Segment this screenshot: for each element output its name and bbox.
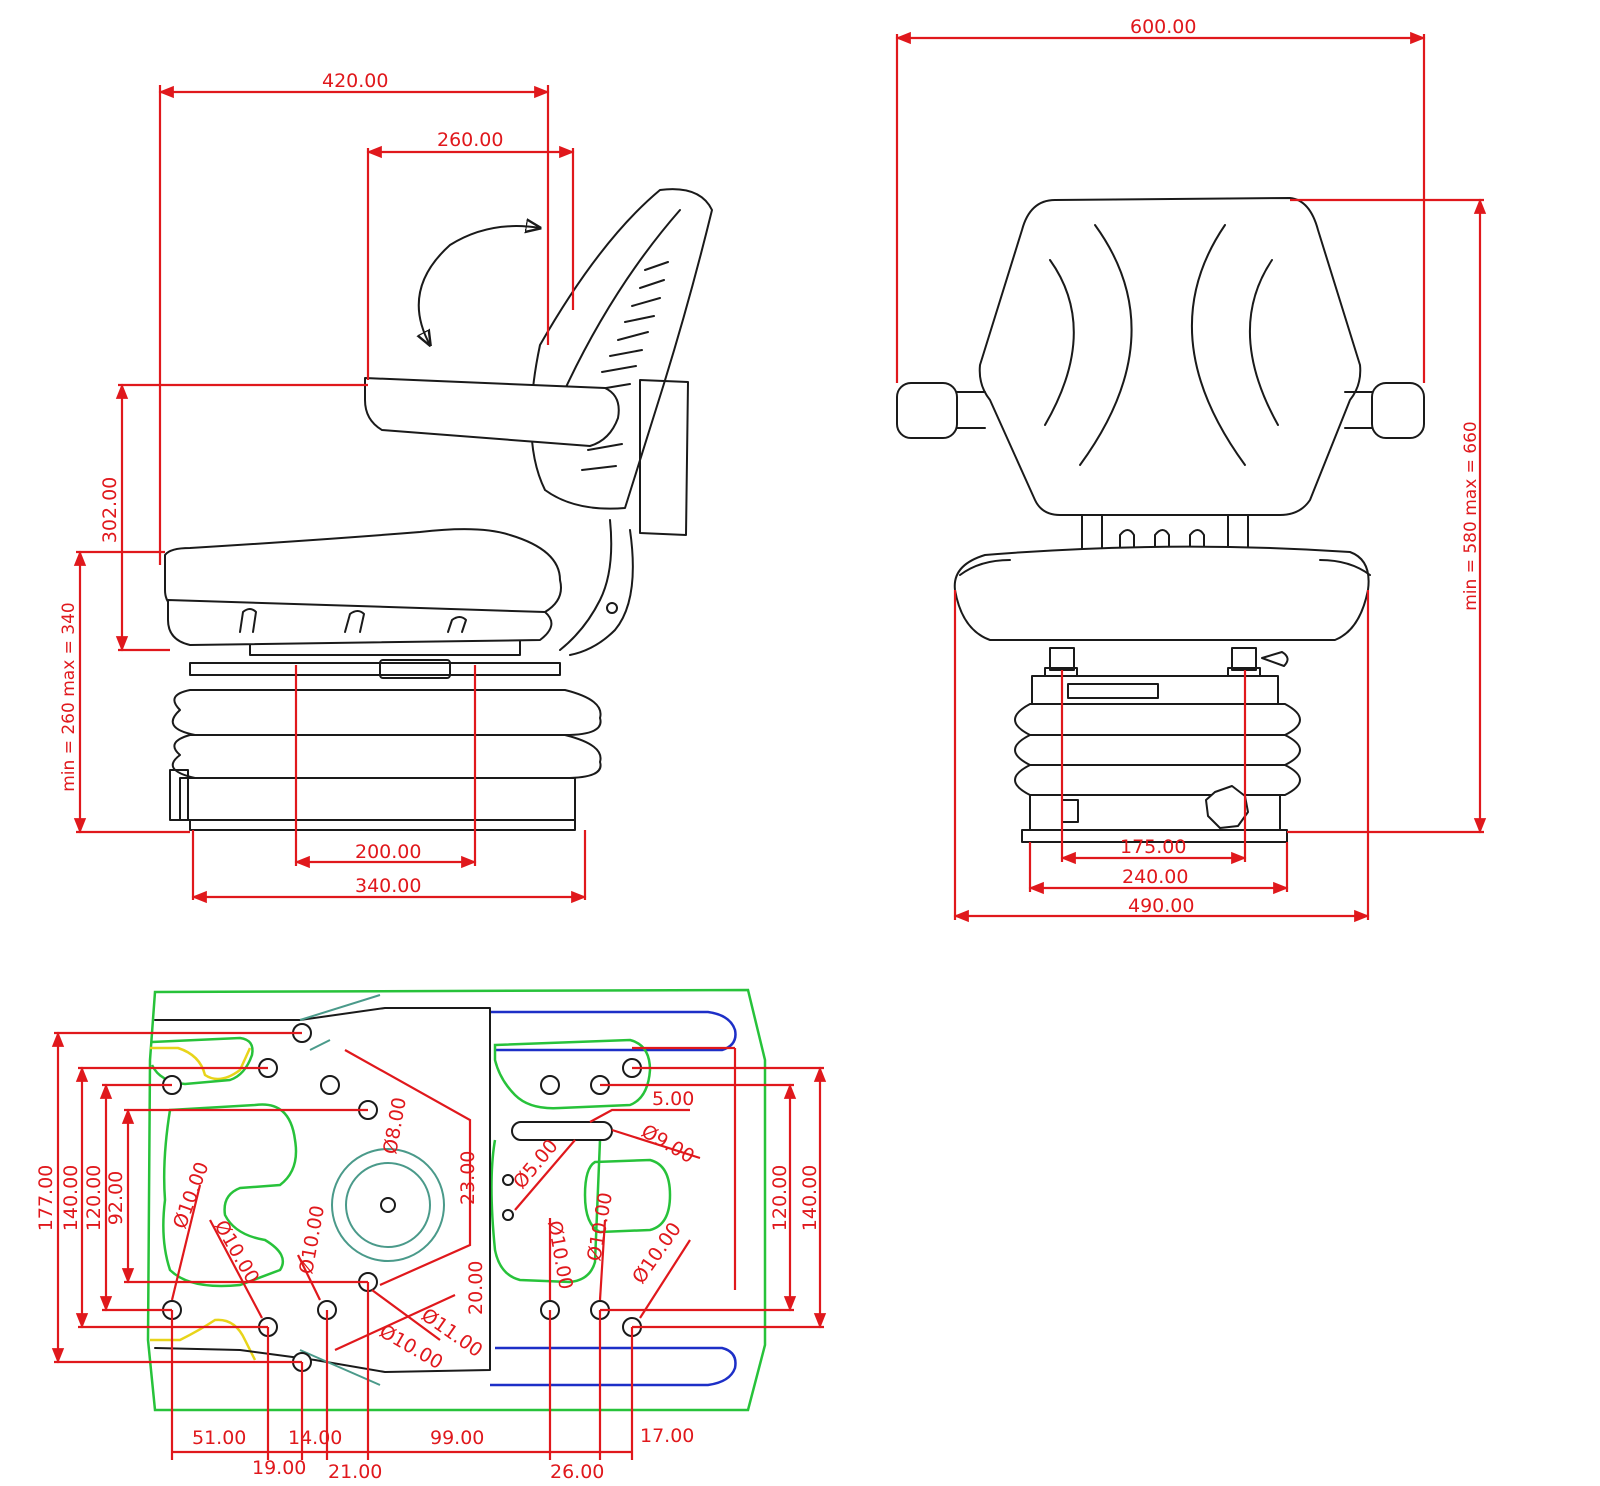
side-seat-cushion xyxy=(164,528,562,613)
plate-rail-bottom xyxy=(490,1346,737,1387)
plate-body xyxy=(154,1007,491,1373)
side-backrest xyxy=(530,188,713,510)
label-dim-23: 23.00 xyxy=(457,1151,479,1205)
plate-pad-bottom xyxy=(150,1318,257,1361)
side-seat-lower xyxy=(167,599,553,646)
label-hole-10-far: Ø10.00 xyxy=(628,1218,686,1287)
side-view-dimensions: 420.00 260.00 302.00 min = 260 max = 340… xyxy=(59,70,587,904)
front-armrest-left xyxy=(896,382,958,439)
dim-front-240: 240.00 xyxy=(1122,866,1188,888)
dim-plate-120-left: 120.00 xyxy=(83,1165,105,1231)
front-view xyxy=(896,197,1425,843)
side-base-bellows xyxy=(169,639,602,831)
dim-plate-140-right: 140.00 xyxy=(799,1165,821,1231)
dim-front-600: 600.00 xyxy=(1130,16,1196,38)
dim-front-height: min = 580 max = 660 xyxy=(1461,421,1481,611)
dim-front-490: 490.00 xyxy=(1128,895,1194,917)
side-view xyxy=(164,188,713,831)
dim-plate-17: 17.00 xyxy=(640,1425,694,1447)
dim-side-420: 420.00 xyxy=(322,70,388,92)
side-seat-slots xyxy=(239,608,467,633)
plate-outer-outline xyxy=(146,988,767,1412)
dim-plate-14: 14.00 xyxy=(288,1427,342,1449)
front-adjust-knob xyxy=(1205,785,1249,829)
front-seat-cushion xyxy=(953,545,1370,641)
side-backrest-ribs xyxy=(581,261,669,471)
dim-plate-99: 99.00 xyxy=(430,1427,484,1449)
mount-plate-dimensions: 177.00 140.00 120.00 92.00 120.00 140.00… xyxy=(35,1031,827,1483)
label-dim-20: 20.00 xyxy=(465,1261,487,1315)
front-armrest-right xyxy=(1371,382,1425,439)
dim-plate-177: 177.00 xyxy=(35,1165,57,1231)
plate-slot xyxy=(511,1121,613,1141)
front-backrest xyxy=(978,197,1362,516)
backrest-tilt-arrow xyxy=(419,226,540,345)
dim-side-302: 302.00 xyxy=(99,477,121,543)
side-seat-frame xyxy=(559,519,634,656)
dim-plate-21: 21.00 xyxy=(328,1461,382,1483)
dim-side-340: 340.00 xyxy=(355,875,421,897)
dim-plate-51: 51.00 xyxy=(192,1427,246,1449)
label-hole-center-a: Ø10.00 xyxy=(295,1204,329,1276)
front-bellows xyxy=(1014,703,1301,843)
dim-plate-140-left: 140.00 xyxy=(60,1165,82,1231)
dim-plate-92: 92.00 xyxy=(105,1171,127,1225)
label-hole-left-a: Ø10.00 xyxy=(169,1159,213,1232)
dim-side-seat-height: min = 260 max = 340 xyxy=(59,602,79,792)
plate-center-boss xyxy=(331,1148,445,1262)
plate-pad-top xyxy=(150,1046,252,1081)
label-hole-10-right: Ø10.00 xyxy=(583,1191,617,1263)
dim-side-200: 200.00 xyxy=(355,841,421,863)
dim-side-260: 260.00 xyxy=(437,129,503,151)
label-hole-left-b: Ø10.00 xyxy=(210,1217,264,1288)
dim-plate-120-right: 120.00 xyxy=(769,1165,791,1231)
label-hole-center-top: Ø8.00 xyxy=(379,1096,411,1156)
front-back-connector xyxy=(1081,514,1249,564)
side-armrest xyxy=(364,377,620,447)
dim-front-175: 175.00 xyxy=(1120,836,1186,858)
dim-plate-19: 19.00 xyxy=(252,1457,306,1479)
front-view-dimensions: 600.00 min = 580 max = 660 175.00 240.00… xyxy=(895,16,1487,923)
front-backrest-grooves xyxy=(1044,224,1279,466)
dim-plate-26: 26.00 xyxy=(550,1461,604,1483)
label-slot-5: 5.00 xyxy=(652,1088,694,1110)
